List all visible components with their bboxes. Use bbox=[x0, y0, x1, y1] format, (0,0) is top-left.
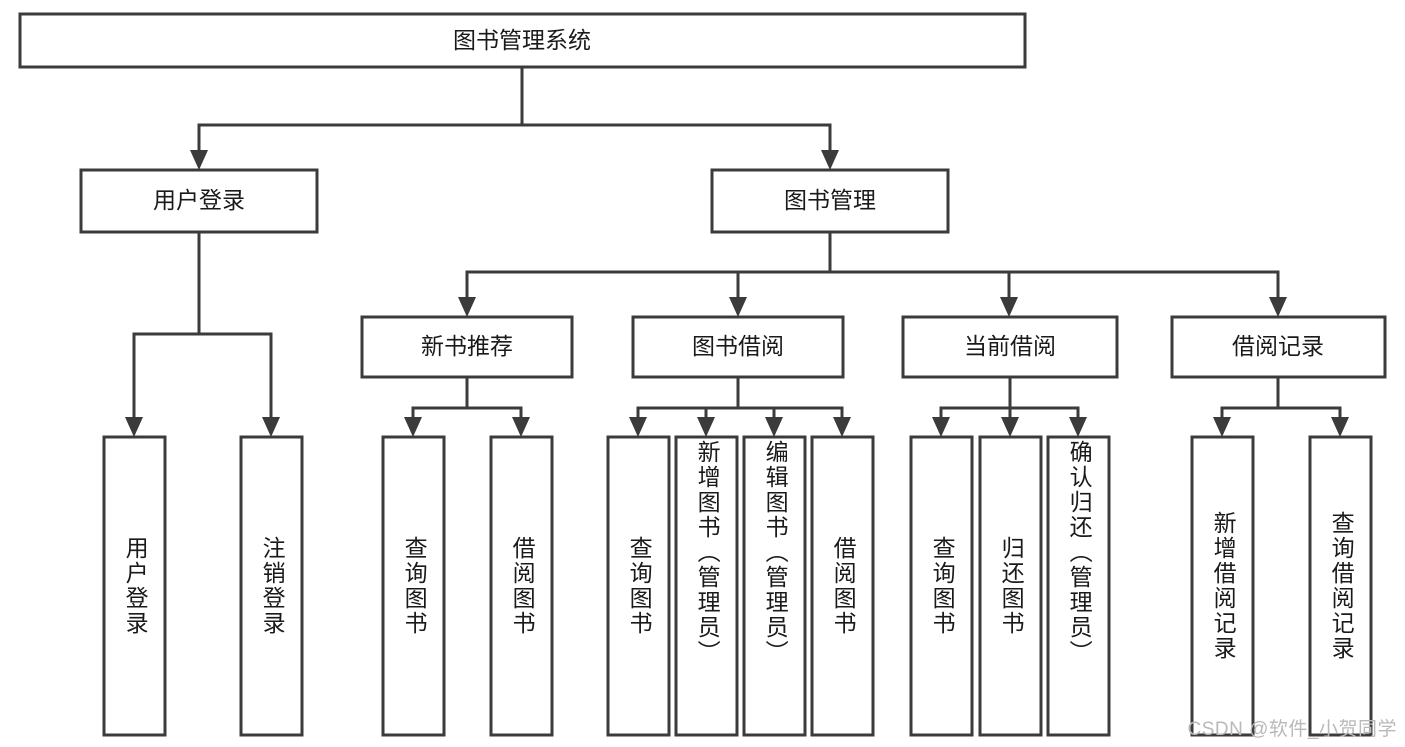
leaf-box-user-login-1[interactable] bbox=[239, 435, 304, 737]
node-current-borrow-box[interactable] bbox=[901, 315, 1119, 379]
leaf-box-current-borrow-2[interactable] bbox=[1046, 435, 1111, 737]
connector-borrow-record-to-leaves bbox=[1213, 375, 1349, 437]
leaf-box-new-book-recommend-1[interactable] bbox=[489, 435, 554, 737]
node-root-label: 图书管理系统 bbox=[453, 27, 591, 53]
node-root-box[interactable] bbox=[18, 12, 1027, 69]
leaf-box-borrow-record-0[interactable] bbox=[1190, 435, 1255, 737]
leaf-box-book-borrow-0[interactable] bbox=[606, 435, 671, 737]
node-borrow-record-label: 借阅记录 bbox=[1232, 333, 1324, 359]
node-root[interactable]: 图书管理系统 bbox=[18, 12, 1027, 69]
node-user-login-label: 用户登录 bbox=[153, 187, 245, 213]
node-user-login-box[interactable] bbox=[79, 168, 319, 234]
leaf-box-new-book-recommend-0[interactable] bbox=[381, 435, 446, 737]
leaf-box-book-borrow-1[interactable] bbox=[674, 435, 739, 737]
leaf-box-book-borrow-3[interactable] bbox=[810, 435, 875, 737]
connector-new-book-recommend-to-leaves bbox=[404, 375, 530, 437]
connector-root-to-level2 bbox=[190, 65, 839, 170]
watermark: CSDN @软件_小贺同学 bbox=[1187, 719, 1397, 740]
leaf-box-borrow-record-1[interactable] bbox=[1308, 435, 1373, 737]
node-book-management[interactable]: 图书管理 bbox=[710, 168, 950, 234]
node-new-book-recommend-label: 新书推荐 bbox=[421, 333, 513, 359]
node-borrow-record[interactable]: 借阅记录 bbox=[1170, 315, 1387, 379]
node-new-book-recommend[interactable]: 新书推荐 bbox=[360, 315, 574, 379]
connector-book-management-to-level3 bbox=[458, 230, 1287, 317]
leaf-box-current-borrow-1[interactable] bbox=[978, 435, 1043, 737]
connector-user-login-to-leaves bbox=[125, 230, 280, 437]
leaf-box-book-borrow-2[interactable] bbox=[742, 435, 807, 737]
node-book-borrow[interactable]: 图书借阅 bbox=[631, 315, 845, 379]
node-new-book-recommend-box[interactable] bbox=[360, 315, 574, 379]
node-user-login[interactable]: 用户登录 bbox=[79, 168, 319, 234]
leaf-box-user-login-0[interactable] bbox=[102, 435, 167, 737]
leaf-box-current-borrow-0[interactable] bbox=[909, 435, 974, 737]
node-current-borrow[interactable]: 当前借阅 bbox=[901, 315, 1119, 379]
node-current-borrow-label: 当前借阅 bbox=[964, 333, 1056, 359]
connector-current-borrow-to-leaves bbox=[932, 375, 1087, 437]
node-book-borrow-label: 图书借阅 bbox=[692, 333, 784, 359]
node-book-management-label: 图书管理 bbox=[784, 187, 876, 213]
connector-book-borrow-to-leaves bbox=[629, 375, 851, 437]
